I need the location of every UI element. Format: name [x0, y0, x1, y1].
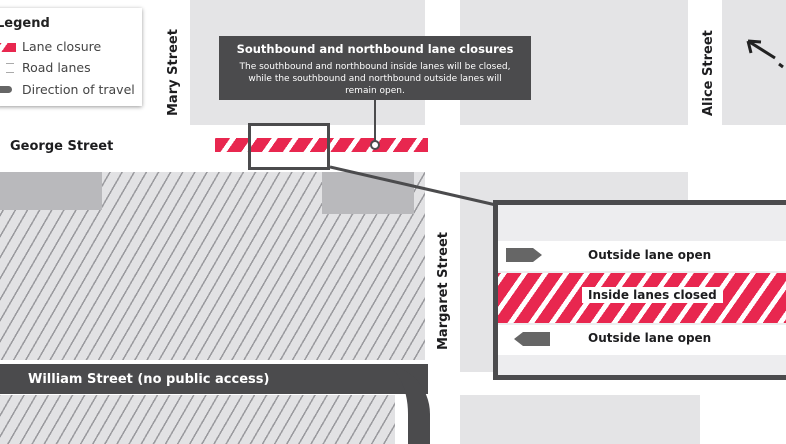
callout-dot — [370, 140, 380, 150]
inset-top-label: Outside lane open — [588, 248, 712, 262]
legend-item-label: Road lanes — [22, 60, 91, 75]
inset-detail: Outside lane open Inside lanes closed Ou… — [493, 200, 786, 380]
callout-body: The southbound and northbound inside lan… — [239, 62, 511, 96]
direction-left-icon — [514, 332, 550, 346]
legend-title: Legend — [0, 16, 50, 31]
inset-bottom-label: Outside lane open — [588, 331, 712, 345]
outside-lane-north — [498, 241, 786, 271]
building — [0, 172, 102, 210]
alice-street-label: Alice Street — [701, 30, 716, 116]
legend-item-label: Lane closure — [22, 39, 102, 54]
north-arrow-icon — [746, 39, 784, 69]
direction-arrow-icon — [0, 86, 12, 93]
city-block — [460, 395, 700, 444]
legend-item-label: Direction of travel — [22, 82, 135, 97]
lane-closure-swatch — [0, 43, 16, 52]
zoom-frame — [248, 123, 330, 170]
margaret-street-label: Margaret Street — [436, 231, 451, 350]
inset-middle-label: Inside lanes closed — [582, 287, 723, 303]
callout-title: Southbound and northbound lane closures — [236, 42, 514, 56]
building — [322, 172, 414, 214]
restricted-area — [0, 395, 395, 444]
city-block — [722, 0, 786, 125]
closure-callout: Southbound and northbound lane closures … — [219, 36, 531, 100]
legend: Legend Lane closure Road lanes Direction… — [0, 8, 142, 106]
william-street-label: William Street (no public access) — [28, 372, 270, 387]
direction-right-icon — [506, 248, 542, 262]
george-street-label: George Street — [10, 139, 114, 154]
mary-street-label: Mary Street — [166, 29, 181, 116]
callout-pointer — [374, 100, 376, 142]
william-street-road — [0, 364, 428, 394]
road-lanes-icon — [6, 63, 14, 73]
connector-line — [330, 165, 497, 207]
